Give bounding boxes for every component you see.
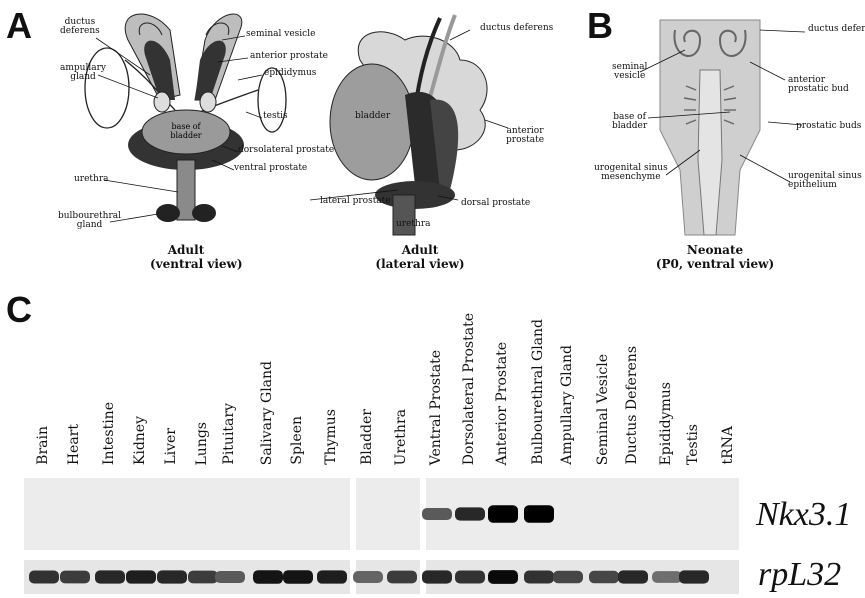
label-neo-ductus-deferens: ductus deferens — [808, 25, 865, 34]
lane-label: Pituitary — [221, 403, 237, 465]
rpl-band — [215, 571, 245, 583]
rpl-strip-svg — [24, 560, 739, 594]
lane-label: Ductus Deferens — [624, 346, 640, 465]
rpl-band — [618, 570, 648, 583]
label-a-ampullary-gland: ampullary gland — [60, 64, 106, 83]
label-lat-anterior-prostate: anterior prostate — [506, 127, 544, 146]
label-lat-bladder: bladder — [355, 112, 390, 121]
label-a-urethra: urethra — [74, 175, 109, 184]
lane-label: Brain — [35, 426, 51, 465]
lane-label: Seminal Vesicle — [595, 354, 611, 465]
lane-label: Testis — [685, 424, 701, 465]
blot-membrane — [24, 478, 350, 550]
rpl-band — [317, 570, 347, 583]
nkx-band — [524, 505, 554, 523]
caption-neonate: Neonate (P0, ventral view) — [645, 243, 785, 272]
label-lat-ductus-deferens: ductus deferens — [480, 24, 553, 33]
gene-label-rpl32: rpL32 — [758, 556, 841, 594]
lane-label: Ventral Prostate — [428, 350, 444, 465]
rpl-band — [253, 570, 283, 584]
rpl-band — [488, 570, 518, 584]
rpl-band — [455, 571, 485, 584]
rpl-band — [589, 571, 619, 584]
label-a-bulbourethral-gland: bulbourethral gland — [58, 212, 121, 231]
lane-label: Dorsolateral Prostate — [461, 313, 477, 465]
rpl-band — [652, 571, 682, 583]
rpl-band — [283, 570, 313, 584]
caption-adult-ventral-line2: (ventral view) — [150, 257, 222, 271]
blot-membrane — [356, 478, 420, 550]
nkx-band — [488, 505, 518, 523]
rpl-band — [387, 571, 417, 584]
lane-label: Spleen — [289, 416, 305, 465]
lane-label: Salivary Gland — [259, 361, 275, 465]
blot-lane-labels: Brain Heart Intestine Kidney Liver Lungs Pitui… — [0, 295, 865, 465]
caption-adult-lateral-line1: Adult — [370, 243, 470, 257]
svg-text:base of: base of — [171, 122, 201, 131]
rpl-band — [29, 571, 59, 584]
nkx-band — [455, 507, 485, 520]
label-a-ductus-deferens: ductus deferens — [60, 18, 100, 37]
caption-adult-ventral-line1: Adult — [150, 243, 222, 257]
label-neo-seminal-vesicle: seminal vesicle — [612, 63, 647, 82]
rpl-blot-strip — [24, 560, 739, 594]
lane-label: Anterior Prostate — [494, 342, 510, 465]
caption-adult-lateral: Adult (lateral view) — [370, 243, 470, 272]
rpl-band — [524, 571, 554, 584]
rpl-band — [679, 570, 709, 583]
rpl-band — [188, 571, 218, 584]
caption-adult-ventral: Adult (ventral view) — [150, 243, 222, 272]
label-neo-anterior-prostatic-bud: anterior prostatic bud — [788, 76, 849, 95]
rpl-band — [157, 570, 187, 583]
lane-label: Kidney — [132, 416, 148, 465]
lane-label: Thymus — [323, 409, 339, 465]
lane-label: Bladder — [359, 409, 375, 465]
lane-label: Ampullary Gland — [559, 345, 575, 465]
label-lat-lateral-prostate: lateral prostate — [320, 197, 391, 206]
caption-neonate-line1: Neonate — [645, 243, 785, 257]
lane-label: Bulbourethral Gland — [530, 319, 546, 465]
rpl-band — [60, 571, 90, 584]
label-neo-base-of-bladder: base of bladder — [612, 113, 647, 132]
lane-label: Intestine — [101, 402, 117, 465]
lane-label: Lungs — [194, 422, 210, 465]
caption-adult-lateral-line2: (lateral view) — [370, 257, 470, 271]
label-neo-ugs-mesenchyme: urogenital sinus mesenchyme — [594, 164, 668, 183]
lane-label: Urethra — [393, 409, 409, 465]
svg-text:bladder: bladder — [170, 131, 201, 140]
label-neo-prostatic-buds: prostatic buds — [796, 122, 861, 131]
lane-label: Liver — [163, 428, 179, 465]
rpl-band — [126, 570, 156, 583]
label-neo-ugs-epithelium: urogenital sinus epithelium — [788, 172, 862, 191]
rpl-band — [553, 571, 583, 584]
rpl-band — [95, 570, 125, 583]
rpl-band — [422, 570, 452, 583]
nkx-strip-svg — [24, 478, 739, 550]
gene-label-nkx3-1: Nkx3.1 — [756, 496, 851, 534]
lane-label: Heart — [66, 424, 82, 465]
nkx-band — [422, 508, 452, 520]
rpl-band — [353, 571, 383, 583]
lane-label: Epididymus — [658, 382, 674, 465]
caption-neonate-line2: (P0, ventral view) — [645, 257, 785, 271]
label-lat-urethra: urethra — [396, 220, 431, 229]
label-a-testis: testis — [263, 112, 288, 121]
nkx-blot-strip — [24, 478, 739, 550]
lane-label: tRNA — [720, 426, 736, 465]
label-lat-dorsal-prostate: dorsal prostate — [461, 199, 530, 208]
